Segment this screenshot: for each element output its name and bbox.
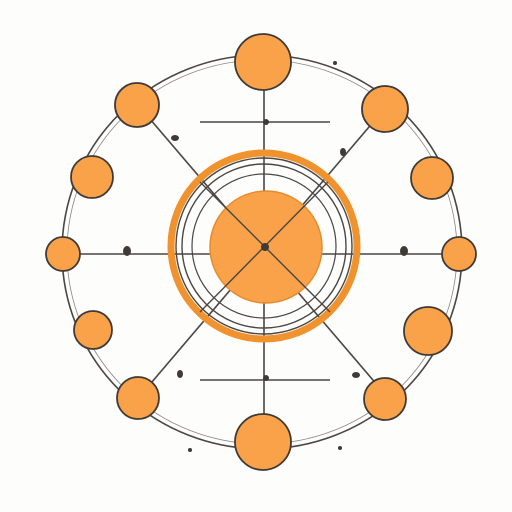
marker-ring-top-right	[333, 61, 337, 65]
node-top	[234, 33, 292, 91]
marker-lower-crossbar	[263, 375, 269, 381]
hub-ring-3	[191, 173, 337, 319]
marker-upper-right	[340, 148, 346, 156]
connector-markers	[123, 61, 408, 452]
marker-lower-right	[352, 372, 360, 378]
node-left-lower	[73, 310, 113, 350]
marker-upper-left	[171, 135, 179, 141]
node-lower-right	[363, 377, 407, 421]
node-upper-left	[114, 82, 160, 128]
node-right-upper	[410, 156, 454, 200]
node-upper-right	[361, 85, 409, 133]
node-bottom	[234, 413, 292, 471]
center-hub	[167, 149, 361, 343]
hub-ring-1	[175, 157, 353, 335]
marker-lower-left	[177, 370, 183, 378]
hub-ring-2	[181, 163, 347, 329]
marker-upper-crossbar	[263, 119, 269, 125]
node-left-upper	[70, 155, 114, 199]
node-left	[45, 236, 81, 272]
marker-right	[400, 246, 408, 256]
node-right-lower	[403, 306, 453, 356]
hub-outer-orange-ring	[167, 149, 361, 343]
node-right	[441, 236, 477, 272]
marker-ring-bottom-right	[338, 446, 342, 450]
marker-ring-bottom-left	[188, 448, 192, 452]
marker-left	[123, 246, 131, 256]
satellite-nodes	[45, 33, 477, 471]
hub-center-dot	[261, 243, 269, 251]
node-lower-left	[116, 376, 160, 420]
